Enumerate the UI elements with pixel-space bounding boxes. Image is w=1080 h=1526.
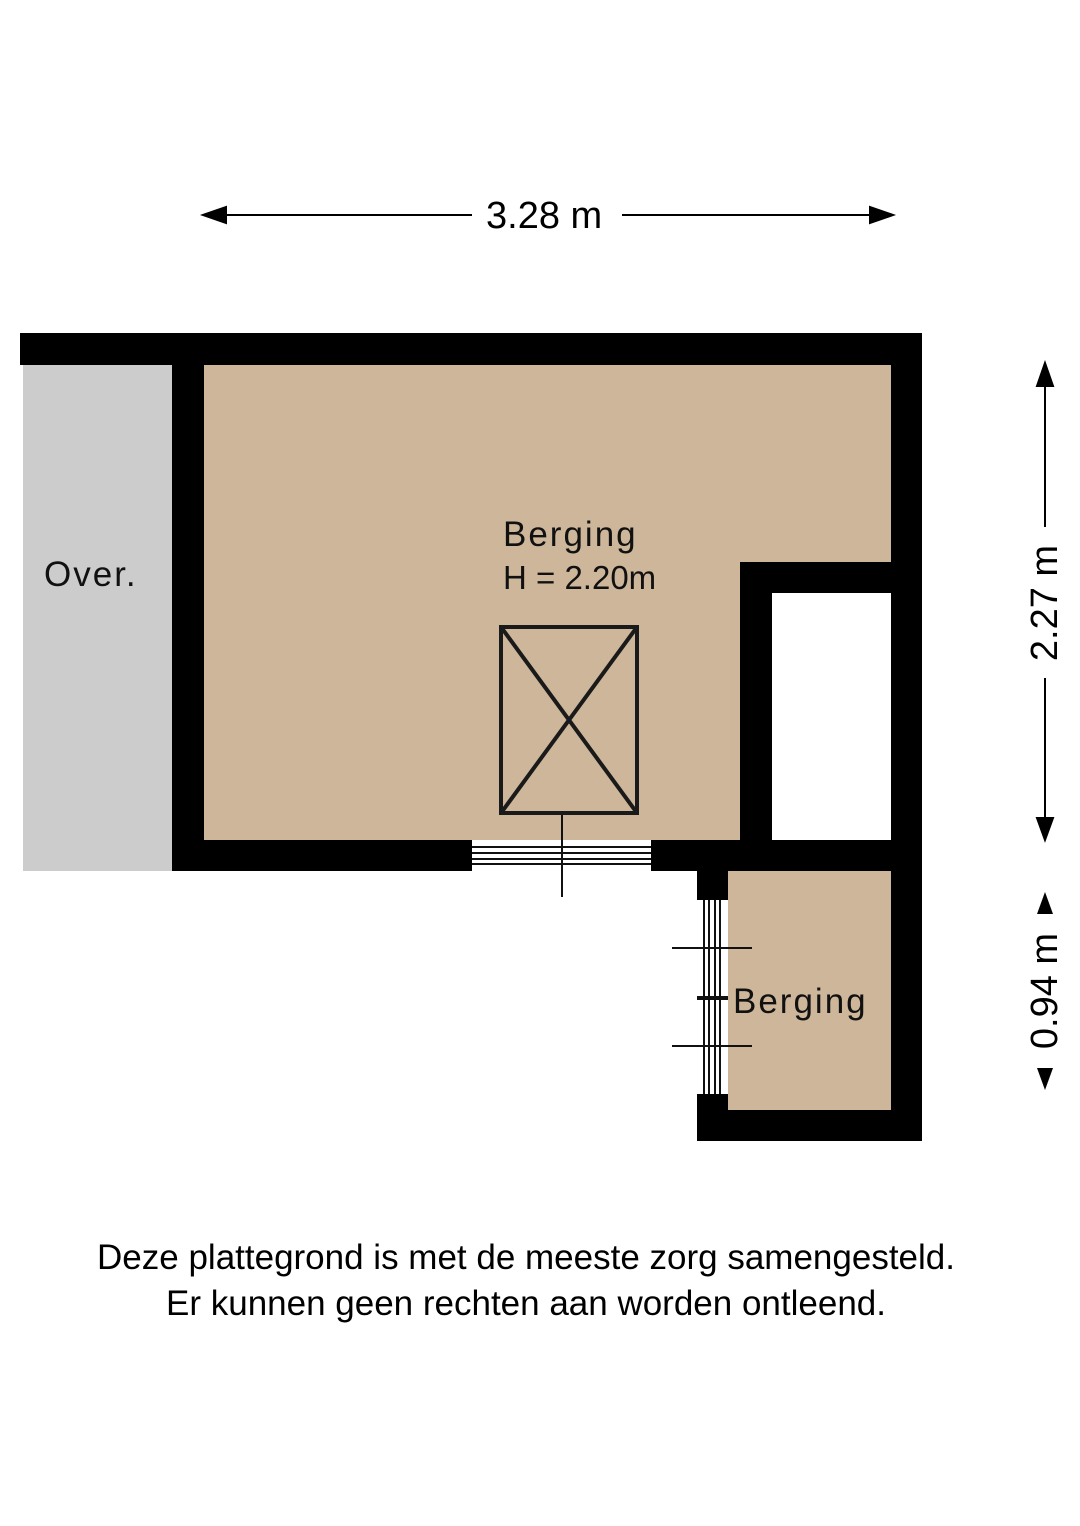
dimension-height-small-arrow [1037, 892, 1053, 1090]
wall-right [891, 333, 922, 1141]
small-room-wall-left-top [697, 871, 728, 900]
small-storage-floor [728, 871, 891, 1110]
outside-area [23, 365, 172, 871]
wall-top [20, 333, 922, 365]
closet-wall-left [740, 562, 772, 840]
room-label-small-storage: Berging [733, 982, 868, 1021]
disclaimer-line-1: Deze plattegrond is met de meeste zorg s… [97, 1238, 955, 1277]
wall-left-inner [172, 365, 204, 871]
hatch-box-icon [499, 625, 639, 815]
small-room-wall-bottom [697, 1110, 922, 1141]
wall-bottom-left [172, 840, 472, 871]
dimension-height-small-label: 0.94 m [1023, 930, 1067, 1052]
room-label-main-storage: Berging [503, 515, 638, 554]
dimension-width-label: 3.28 m [482, 194, 607, 238]
dimension-height-main-label: 2.27 m [1023, 538, 1067, 668]
room-height-main-storage: H = 2.20m [503, 559, 657, 596]
area-label-outside: Over. [44, 555, 138, 594]
dimension-width-arrow [199, 205, 897, 225]
dimension-height-main-arrow [1035, 359, 1055, 843]
closet-white [772, 593, 891, 840]
disclaimer-line-2: Er kunnen geen rechten aan worden ontlee… [166, 1284, 886, 1323]
wall-bottom-right [651, 840, 891, 871]
